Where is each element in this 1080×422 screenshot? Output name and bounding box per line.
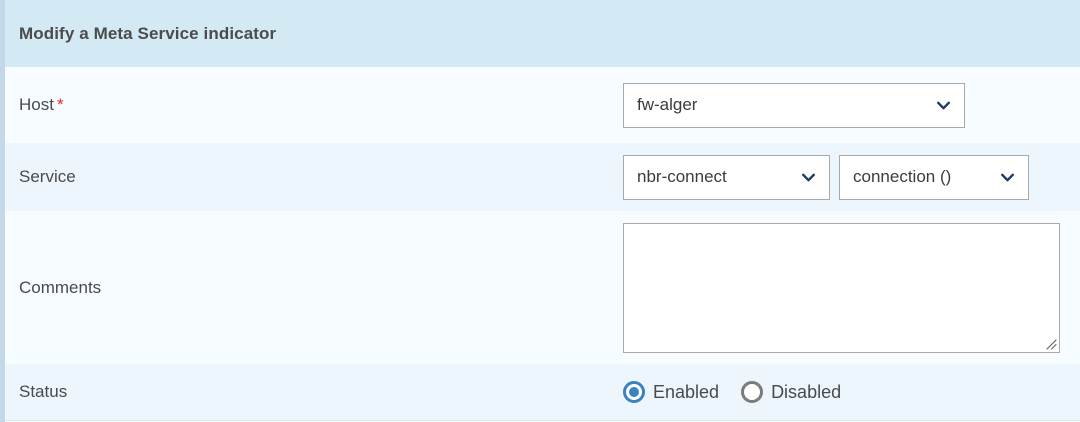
status-control: Enabled Disabled bbox=[623, 381, 1080, 403]
host-label: Host* bbox=[19, 95, 623, 115]
status-radio-disabled[interactable]: Disabled bbox=[741, 381, 841, 403]
required-asterisk: * bbox=[56, 95, 64, 114]
radio-selected-icon[interactable] bbox=[623, 381, 645, 403]
status-radio-enabled-label: Enabled bbox=[653, 381, 720, 402]
host-select[interactable]: fw-alger bbox=[623, 82, 965, 128]
form-row-comments: Comments bbox=[5, 211, 1080, 364]
comments-textarea[interactable] bbox=[624, 223, 1059, 352]
status-label: Status bbox=[19, 382, 623, 402]
host-control: fw-alger bbox=[623, 82, 1080, 128]
radio-unselected-icon[interactable] bbox=[741, 381, 764, 403]
service-control: nbr-connect connection () bbox=[623, 154, 1080, 200]
status-radio-disabled-label: Disabled bbox=[771, 381, 842, 402]
service-select[interactable]: nbr-connect bbox=[623, 154, 830, 200]
host-label-text: Host bbox=[19, 95, 54, 114]
metric-select-value: connection () bbox=[853, 167, 952, 186]
comments-control bbox=[623, 222, 1080, 353]
chevron-down-icon bbox=[936, 98, 951, 113]
service-select-value: nbr-connect bbox=[637, 167, 727, 186]
service-label-text: Service bbox=[19, 167, 76, 186]
status-radio-group: Enabled Disabled bbox=[623, 381, 863, 403]
chevron-down-icon bbox=[1000, 170, 1015, 185]
chevron-down-icon bbox=[801, 170, 816, 185]
status-radio-enabled[interactable]: Enabled bbox=[623, 381, 719, 403]
metric-select[interactable]: connection () bbox=[839, 154, 1029, 200]
panel-header: Modify a Meta Service indicator bbox=[5, 0, 1080, 67]
form-row-host: Host* fw-alger bbox=[5, 67, 1080, 143]
service-label: Service bbox=[19, 167, 623, 187]
page-title: Modify a Meta Service indicator bbox=[19, 23, 277, 43]
host-select-value: fw-alger bbox=[637, 95, 698, 114]
form-row-service: Service nbr-connect connection () bbox=[5, 143, 1080, 211]
comments-textarea-wrapper bbox=[623, 222, 1060, 353]
status-label-text: Status bbox=[19, 382, 68, 401]
comments-label: Comments bbox=[19, 278, 623, 298]
form-row-status: Status Enabled Disabled bbox=[5, 364, 1080, 421]
comments-label-text: Comments bbox=[19, 277, 102, 297]
